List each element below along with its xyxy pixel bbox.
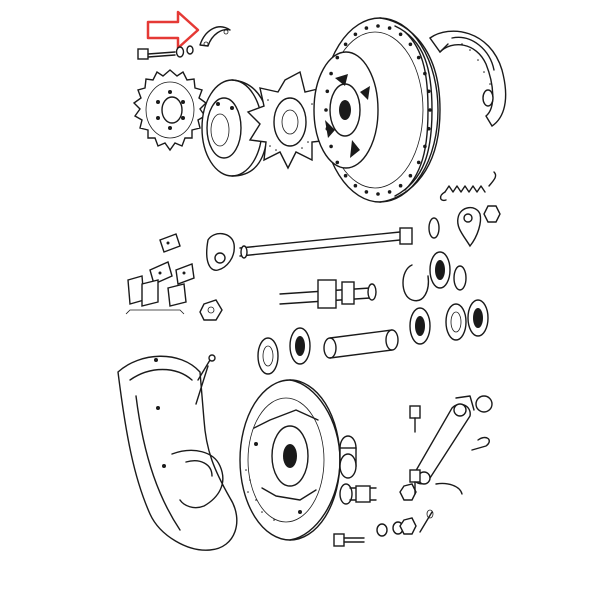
spoke-hole [329, 144, 333, 149]
short-axle [279, 279, 377, 309]
spoke-hole [335, 55, 340, 60]
chain-sprocket [132, 69, 208, 152]
spoke-hole [376, 24, 380, 28]
return-spring [439, 171, 497, 202]
wheel-spindle [206, 227, 413, 271]
spoke-holes [324, 24, 432, 196]
bearings [257, 217, 489, 375]
spacer-tube [323, 329, 399, 359]
brake-shoe [429, 30, 507, 127]
spoke-hole [376, 192, 380, 196]
spoke-hole [335, 160, 340, 165]
spoke-hole [423, 71, 427, 76]
spoke-hole [324, 108, 328, 112]
spoke-hole [426, 126, 431, 131]
brake-lever [409, 395, 493, 495]
chain-guard-clip [199, 26, 231, 47]
brake-plate [239, 379, 341, 541]
bushing [339, 435, 357, 479]
spoke-hole [325, 89, 330, 94]
spoke-hole [408, 42, 413, 47]
brake-anchor-bolt [339, 483, 417, 505]
brake-drum-wheel-hub [313, 17, 441, 203]
spoke-hole [398, 183, 403, 188]
spoke-hole [416, 55, 421, 60]
spoke-hole [353, 32, 358, 37]
chain-links [125, 233, 195, 315]
spoke-hole [364, 26, 369, 30]
spoke-hole [426, 89, 431, 94]
small-hardware [333, 469, 434, 547]
nut [199, 299, 223, 321]
hub-flange [201, 79, 269, 177]
spoke-hole [387, 26, 392, 30]
spoke-hole [364, 190, 369, 194]
spoke-hole [329, 71, 333, 76]
circlip [402, 264, 430, 302]
spoke-hole [387, 190, 392, 194]
rubber-cush-drive [246, 70, 336, 170]
cam-plate [456, 205, 501, 248]
spoke-hole [408, 173, 413, 178]
spoke-hole [343, 173, 348, 178]
spoke-hole [353, 183, 358, 188]
spoke-hole [343, 42, 348, 47]
spoke-hole [428, 108, 432, 112]
highlight-arrow [146, 10, 200, 50]
chain-guard [117, 354, 238, 551]
spoke-hole [325, 126, 330, 131]
spoke-hole [416, 160, 421, 165]
spoke-hole [423, 144, 427, 149]
spoke-hole [398, 32, 403, 37]
top-bolt [137, 45, 194, 60]
